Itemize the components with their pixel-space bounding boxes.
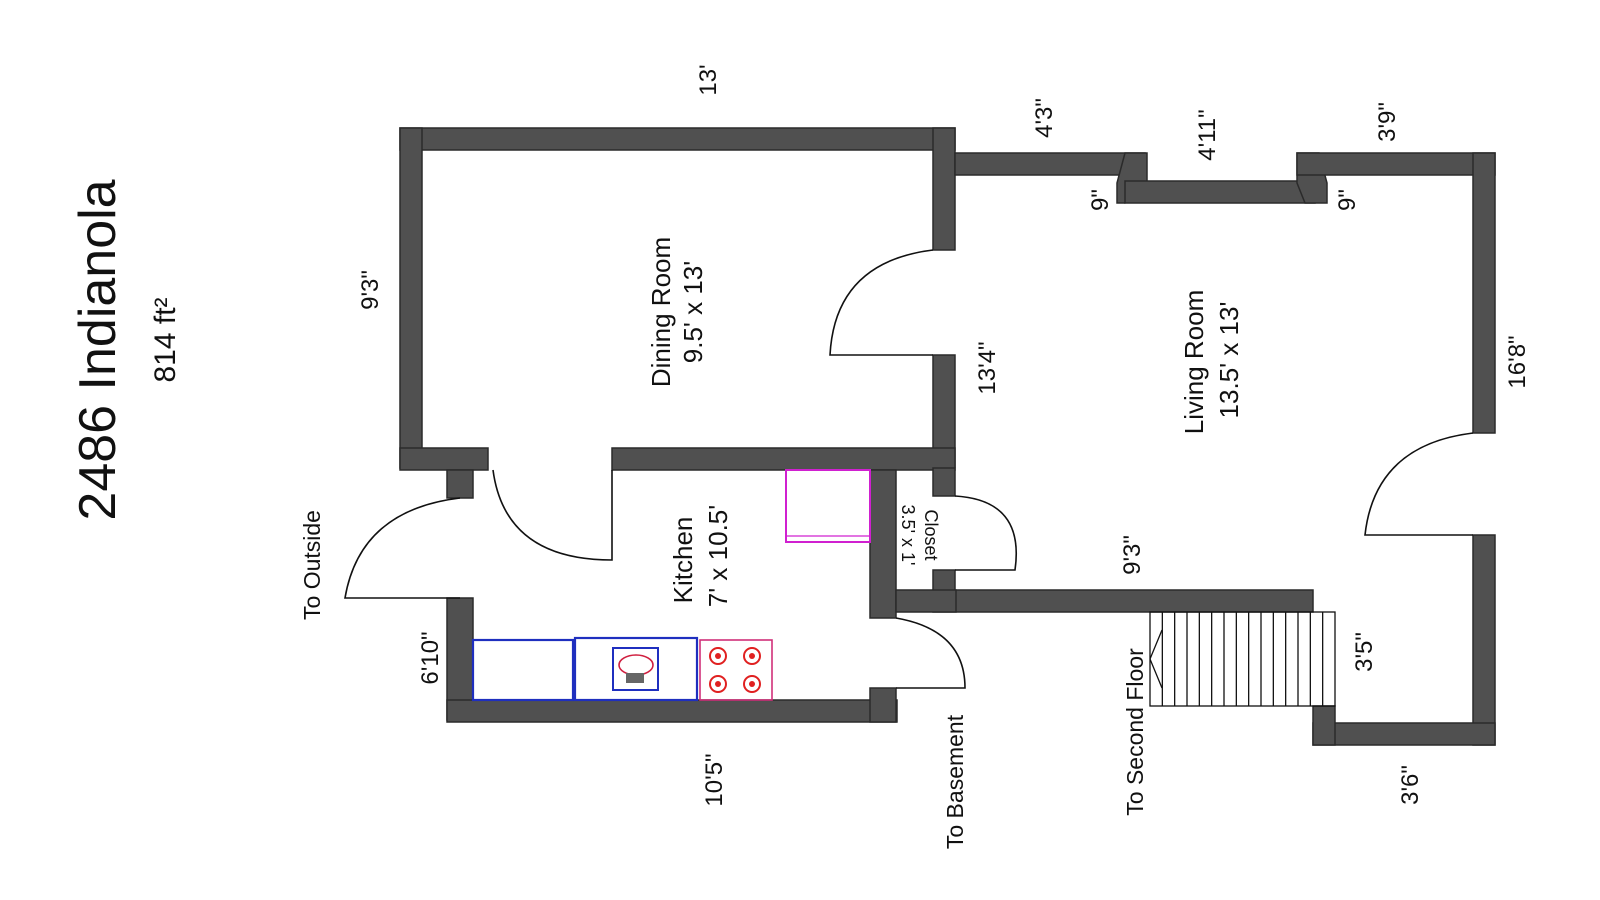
- outside-door: [344, 497, 461, 599]
- dim-kitchen-bottom: 10'5": [701, 753, 728, 806]
- dining-bottom-wall-left: [399, 447, 489, 471]
- to-second-floor-label: To Second Floor: [1122, 648, 1148, 816]
- dim-living-right: 16'8": [1504, 335, 1531, 388]
- to-outside-label: To Outside: [299, 510, 325, 620]
- plan-title: 2486 Indianola: [69, 179, 127, 520]
- dining-room-size: 9.5' x 13': [678, 261, 708, 363]
- sink-cabinet: [573, 636, 699, 702]
- stair-arrow: [1149, 629, 1163, 689]
- dining-room-name: Dining Room: [646, 237, 676, 387]
- stairs: [1149, 611, 1336, 707]
- to-basement-label: To Basement: [942, 714, 968, 849]
- dim-living-seg3: 3'9": [1374, 102, 1401, 142]
- closet-door: [954, 495, 1017, 571]
- dim-living-seg2: 4'11": [1194, 109, 1221, 160]
- dim-kitchen-left: 6'10": [417, 631, 444, 684]
- dining-kitchen-door: [492, 469, 613, 561]
- living-room-name: Living Room: [1179, 290, 1209, 435]
- kitchen-right-wall-lower: [869, 687, 897, 723]
- burner-icons: [709, 647, 761, 693]
- basement-door: [895, 617, 966, 689]
- burner-center-icon: [715, 653, 721, 659]
- outside-door-post: [446, 469, 474, 499]
- dining-left-wall: [399, 127, 423, 469]
- living-room-size: 13.5' x 13': [1214, 302, 1244, 419]
- kitchen-size: 7' x 10.5': [703, 505, 733, 607]
- kitchen-name: Kitchen: [668, 517, 698, 604]
- burner-center-icon: [715, 681, 721, 687]
- doors: [344, 249, 1474, 689]
- burner-icon: [709, 675, 727, 693]
- living-top-wall-3: [1296, 152, 1496, 176]
- dim-dining-top: 13': [695, 64, 722, 95]
- stove-icon: [699, 639, 773, 701]
- dim-partition: 13'4": [974, 341, 1001, 394]
- closet-size: 3.5' x 1': [898, 505, 918, 566]
- kitchen-right-wall-upper: [869, 469, 897, 619]
- living-bottom-right-wall: [1312, 722, 1496, 746]
- dining-bottom-wall-right: [611, 447, 956, 471]
- sink-icon: [612, 647, 659, 691]
- dim-living-bottom-right: 3'6": [1397, 765, 1424, 805]
- stair-outline: [1149, 611, 1336, 707]
- plan-area: 814 ft²: [149, 297, 182, 382]
- dining-right-wall-upper: [932, 127, 956, 251]
- living-right-wall-upper: [1472, 152, 1496, 434]
- kitchen-fixtures: [471, 469, 871, 702]
- walls: [399, 127, 1496, 746]
- living-front-door: [1364, 432, 1474, 536]
- burner-center-icon: [749, 653, 755, 659]
- living-right-wall-lower: [1472, 534, 1496, 746]
- dim-jog2: 9": [1334, 189, 1361, 211]
- stair-treads: [1161, 612, 1324, 706]
- living-top-wall-2: [1124, 180, 1316, 204]
- refrigerator-icon: [785, 469, 871, 543]
- closet-wall: [932, 467, 956, 497]
- living-top-wall-1: [954, 152, 1146, 176]
- dining-top-wall: [399, 127, 956, 151]
- dining-living-door: [829, 249, 934, 356]
- burner-icon: [709, 647, 727, 665]
- dim-stair-width: 3'5": [1351, 632, 1378, 672]
- kitchen-bottom-wall: [446, 699, 898, 723]
- stair-post: [1312, 705, 1336, 746]
- dim-jog1: 9": [1087, 189, 1114, 211]
- living-bottom-wall: [932, 589, 1314, 613]
- dim-living-bottom: 9'3": [1119, 535, 1146, 575]
- kitchen-closet-wall: [895, 589, 957, 613]
- closet-name: Closet: [921, 509, 941, 560]
- burner-icon: [743, 647, 761, 665]
- counter-cabinet: [471, 638, 575, 702]
- burner-center-icon: [749, 681, 755, 687]
- dim-living-seg1: 4'3": [1031, 98, 1058, 138]
- burner-icon: [743, 675, 761, 693]
- dim-dining-left: 9'3": [357, 270, 384, 310]
